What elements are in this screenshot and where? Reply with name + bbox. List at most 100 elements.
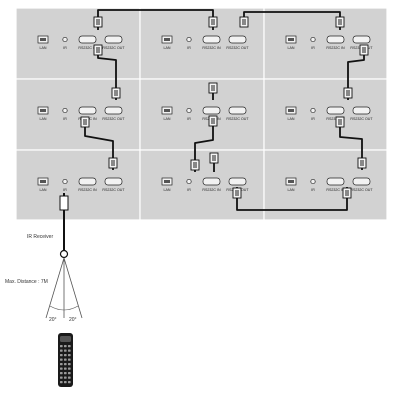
db9-connector-pins	[345, 190, 349, 196]
rs232c-in-port-icon	[202, 106, 221, 115]
ir-jack-icon	[62, 107, 68, 114]
db9-connector-pins	[111, 160, 115, 166]
lan-label: LAN	[164, 46, 171, 50]
ir-jack-icon	[186, 178, 192, 185]
remote-button	[64, 358, 67, 361]
remote-button	[60, 381, 63, 384]
panel-frame	[263, 7, 388, 80]
rs232c-in-label: RS232C IN	[78, 46, 97, 50]
rs232c-in-port-icon	[202, 35, 221, 44]
lan-port-pins	[164, 109, 170, 112]
cable-6	[339, 118, 363, 170]
remote-button	[60, 354, 63, 357]
db9-connector-pins	[211, 118, 215, 124]
ir-jack-icon	[62, 36, 68, 43]
db9-connector-pins	[360, 160, 364, 166]
rs232c-in-port-icon	[326, 177, 345, 186]
remote-button	[64, 367, 67, 370]
rs232c-out-port-icon	[228, 177, 247, 186]
remote-button	[60, 358, 63, 361]
rs232c-out-port-icon	[104, 35, 123, 44]
ir-receiver-plug	[59, 195, 69, 211]
ir-receiver-group: IR Receiver Max. Distance : 7M 20° 20°	[5, 193, 83, 323]
remote-button	[68, 376, 71, 379]
db9-connector-pins	[96, 19, 100, 25]
remote-button	[68, 363, 71, 366]
ir-jack-icon	[310, 178, 316, 185]
ir-label: IR	[63, 46, 67, 50]
remote-button	[68, 367, 71, 370]
rs232c-out-label: RS232C OUT	[226, 46, 249, 50]
panel-frame	[15, 149, 141, 221]
lan-port-pins	[40, 38, 46, 41]
lan-label: LAN	[164, 117, 171, 121]
panel-frame	[15, 7, 141, 80]
db9-connector-pins	[362, 47, 366, 53]
lan-port-pins	[288, 38, 294, 41]
remote-button	[68, 372, 71, 375]
angle-left-label: 20°	[49, 317, 57, 323]
lan-label: LAN	[40, 188, 47, 192]
rs232c-in-label: RS232C IN	[202, 188, 221, 192]
lan-label: LAN	[40, 46, 47, 50]
rs232c-in-label: RS232C IN	[326, 188, 345, 192]
signal-left-line	[45, 257, 65, 319]
display-panels: LAN IR RS232C IN RS232C OUT LAN IR RS232C IN RS…	[15, 7, 388, 221]
remote-button	[64, 376, 67, 379]
db9-connector-pins	[338, 19, 342, 25]
remote-button	[64, 381, 67, 384]
ir-receiver-label: IR Receiver	[27, 234, 53, 240]
db9-connector-pins	[193, 162, 197, 168]
rs232c-out-port-icon	[228, 35, 247, 44]
ir-label: IR	[63, 117, 67, 121]
db9-connector-pins	[338, 119, 342, 125]
rs232c-out-port-icon	[228, 106, 247, 115]
remote-button	[68, 354, 71, 357]
remote-button	[64, 349, 67, 352]
remote-button	[68, 349, 71, 352]
remote-button	[68, 381, 71, 384]
rs232c-out-label: RS232C OUT	[102, 46, 125, 50]
panel-frame	[15, 78, 141, 151]
db9-connector-pins	[346, 90, 350, 96]
ir-label: IR	[187, 46, 191, 50]
lan-label: LAN	[40, 117, 47, 121]
ir-receiver-icon	[59, 249, 69, 259]
lan-label: LAN	[288, 117, 295, 121]
lan-label: LAN	[288, 46, 295, 50]
lan-label: LAN	[288, 188, 295, 192]
panel-r1-c1: LAN IR RS232C IN RS232C OUT	[15, 7, 141, 80]
rs232c-in-port-icon	[202, 177, 221, 186]
rs232c-in-label: RS232C IN	[202, 46, 221, 50]
panel-frame	[263, 78, 388, 151]
ir-label: IR	[311, 188, 315, 192]
rs232c-out-port-icon	[352, 106, 371, 115]
db9-connector-pins	[242, 19, 246, 25]
max-distance-label: Max. Distance : 7M	[5, 279, 48, 285]
lan-label: LAN	[164, 188, 171, 192]
rs232c-out-label: RS232C OUT	[350, 117, 373, 121]
rs232c-in-port-icon	[78, 35, 97, 44]
cable-9	[236, 187, 348, 211]
remote-control-icon	[58, 333, 73, 387]
lan-port-pins	[40, 109, 46, 112]
angle-right-label: 20°	[69, 317, 77, 323]
remote-button	[60, 349, 63, 352]
rs232c-out-port-icon	[352, 35, 371, 44]
ir-jack-icon	[186, 36, 192, 43]
angle-arc	[49, 305, 79, 311]
ir-label: IR	[187, 117, 191, 121]
signal-right-line	[63, 257, 83, 319]
remote-button	[64, 372, 67, 375]
ir-jack-icon	[310, 107, 316, 114]
db9-connector-pins	[83, 119, 87, 125]
db9-connector-pins	[212, 155, 216, 161]
rs232c-out-label: RS232C OUT	[102, 117, 125, 121]
